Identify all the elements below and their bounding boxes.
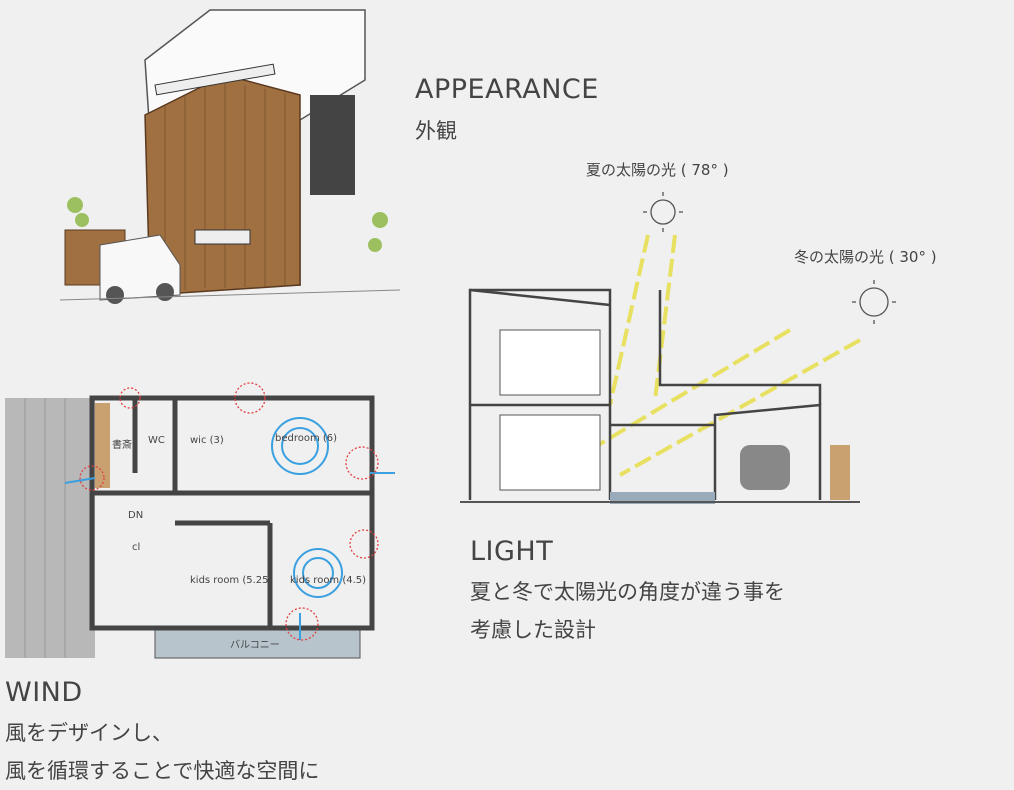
- room-label-balcony: バルコニー: [230, 639, 280, 651]
- room-label-bedroom: bedroom (6): [275, 433, 337, 444]
- room-label-study: 書斎: [112, 438, 132, 451]
- room-label-down: DN: [128, 510, 143, 521]
- summer-sun-label: 夏の太陽の光 ( 78° ): [586, 161, 729, 179]
- light-line-2: 考慮した設計: [470, 618, 596, 642]
- room-label-closet: cl: [132, 542, 140, 553]
- appearance-subtitle: 外観: [415, 119, 457, 143]
- wind-line-2: 風を循環することで快適な空間に: [5, 759, 320, 783]
- room-label-kids-room-1: kids room (5.25): [190, 575, 273, 586]
- wind-title: WIND: [5, 677, 83, 708]
- house-exterior-illustration: [60, 9, 400, 304]
- winter-sun-icon: [852, 280, 896, 324]
- light-line-1: 夏と冬で太陽光の角度が違う事を: [470, 580, 785, 604]
- appearance-title: APPEARANCE: [415, 74, 599, 105]
- room-label-kids-room-2: kids room (4.5): [290, 575, 366, 586]
- winter-sun-label: 冬の太陽の光 ( 30° ): [794, 248, 937, 266]
- floor-plan-illustration: 書斎 WC wic (3) bedroom (6) kids room (5.2…: [5, 382, 395, 659]
- summer-sun-icon: [643, 192, 683, 232]
- room-label-wic: wic (3): [190, 435, 224, 446]
- room-label-wc: WC: [148, 435, 165, 446]
- light-title: LIGHT: [470, 536, 554, 567]
- wind-line-1: 風をデザインし、: [5, 721, 173, 745]
- sun-angle-section-illustration: [460, 192, 896, 504]
